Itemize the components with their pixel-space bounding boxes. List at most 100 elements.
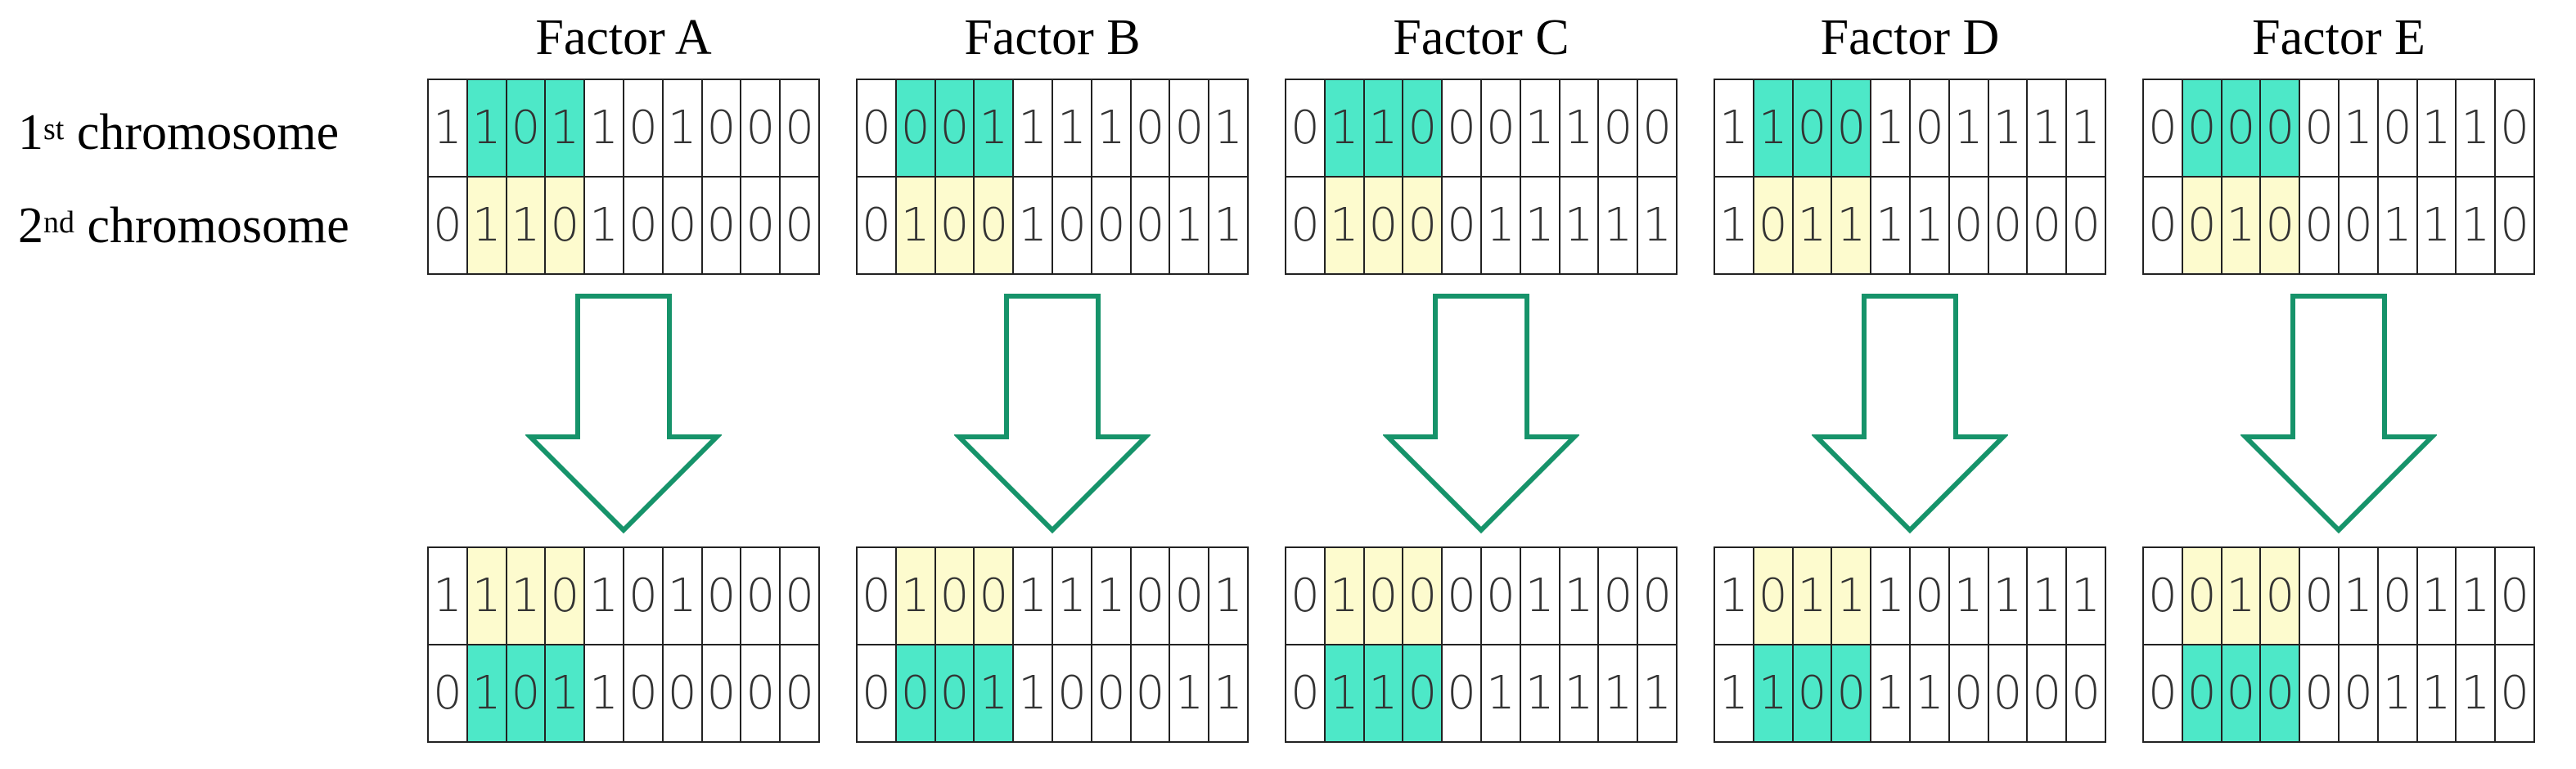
gene-cell: 0 bbox=[2300, 80, 2340, 178]
gene-cell: 0 bbox=[935, 178, 975, 275]
gene-cell: 0 bbox=[1131, 548, 1171, 645]
gene-cell: 0 bbox=[781, 80, 820, 178]
second-chromosome-label-text: chromosome bbox=[74, 198, 349, 254]
gene-cell: 1 bbox=[2339, 80, 2379, 178]
gene-cell: 0 bbox=[2261, 645, 2301, 743]
gene-cell: 0 bbox=[1832, 80, 1872, 178]
gene-cell: 1 bbox=[1560, 645, 1600, 743]
gene-cell: 0 bbox=[781, 645, 820, 743]
gene-cell: 0 bbox=[2300, 645, 2340, 743]
gene-cell: 0 bbox=[1131, 645, 1171, 743]
second-chromosome-label-num: 2 bbox=[18, 198, 43, 254]
gene-cell: 1 bbox=[1481, 645, 1521, 743]
gene-cell: 1 bbox=[2067, 548, 2106, 645]
gene-cell: 0 bbox=[624, 548, 664, 645]
gene-cell: 1 bbox=[896, 548, 936, 645]
gene-cell: 1 bbox=[1209, 178, 1249, 275]
gene-cell: 1 bbox=[585, 80, 624, 178]
gene-cell: 1 bbox=[1793, 548, 1833, 645]
gene-cell: 0 bbox=[2182, 645, 2222, 743]
gene-cell: 0 bbox=[1403, 645, 1443, 743]
gene-cell: 0 bbox=[2144, 178, 2183, 275]
gene-cell: 1 bbox=[2457, 178, 2497, 275]
gene-cell: 0 bbox=[2144, 645, 2183, 743]
gene-cell: 1 bbox=[1092, 80, 1132, 178]
gene-cell: 0 bbox=[1092, 178, 1132, 275]
gene-cell: 1 bbox=[507, 178, 547, 275]
gene-cell: 0 bbox=[624, 178, 664, 275]
gene-cell: 1 bbox=[2417, 80, 2457, 178]
gene-cell: 0 bbox=[1754, 178, 1794, 275]
down-arrow-icon bbox=[1383, 294, 1579, 534]
second-chromosome-label: 2nd chromosome bbox=[18, 193, 349, 259]
gene-cell: 1 bbox=[1871, 80, 1911, 178]
gene-cell: 0 bbox=[1364, 548, 1404, 645]
gene-cell: 1 bbox=[2417, 178, 2457, 275]
gene-cell: 0 bbox=[702, 80, 742, 178]
gene-cell: 0 bbox=[663, 178, 703, 275]
gene-cell: 0 bbox=[429, 645, 468, 743]
gene-cell: 0 bbox=[1949, 178, 1989, 275]
gene-cell: 0 bbox=[781, 178, 820, 275]
gene-cell: 0 bbox=[1364, 178, 1404, 275]
gene-cell: 1 bbox=[1832, 548, 1872, 645]
gene-cell: 0 bbox=[1443, 548, 1482, 645]
gene-cell: 1 bbox=[1754, 80, 1794, 178]
gene-cell: 0 bbox=[858, 80, 897, 178]
gene-cell: 1 bbox=[1052, 80, 1092, 178]
gene-cell: 0 bbox=[1131, 80, 1171, 178]
gene-cell: 0 bbox=[1949, 645, 1989, 743]
gene-cell: 1 bbox=[1793, 178, 1833, 275]
gene-cell: 0 bbox=[2261, 80, 2301, 178]
gene-cell: 1 bbox=[1599, 178, 1639, 275]
gene-cell: 0 bbox=[2067, 645, 2106, 743]
gene-cell: 1 bbox=[507, 548, 547, 645]
gene-cell: 1 bbox=[1325, 548, 1365, 645]
gene-cell: 1 bbox=[1364, 645, 1404, 743]
gene-cell: 0 bbox=[2028, 645, 2068, 743]
gene-cell: 1 bbox=[2378, 645, 2418, 743]
gene-cell: 1 bbox=[1988, 80, 2029, 178]
gene-cell: 1 bbox=[896, 178, 936, 275]
gene-cell: 0 bbox=[1910, 548, 1950, 645]
gene-cell: 0 bbox=[2028, 178, 2068, 275]
gene-cell: 0 bbox=[858, 645, 897, 743]
gene-cell: 1 bbox=[585, 548, 624, 645]
gene-cell: 0 bbox=[1170, 548, 1210, 645]
gene-cell: 1 bbox=[2378, 178, 2418, 275]
gene-cell: 1 bbox=[1715, 178, 1754, 275]
gene-cell: 1 bbox=[2457, 645, 2497, 743]
gene-cell: 0 bbox=[2182, 178, 2222, 275]
gene-cell: 1 bbox=[1520, 645, 1560, 743]
gene-cell: 0 bbox=[1481, 80, 1521, 178]
gene-cell: 0 bbox=[1286, 645, 1326, 743]
gene-cell: 0 bbox=[741, 645, 781, 743]
gene-cell: 0 bbox=[624, 645, 664, 743]
gene-cell: 0 bbox=[2300, 178, 2340, 275]
gene-cell: 0 bbox=[1403, 80, 1443, 178]
gene-cell: 1 bbox=[1014, 645, 1053, 743]
gene-cell: 0 bbox=[1052, 645, 1092, 743]
gene-cell: 0 bbox=[2496, 548, 2535, 645]
gene-cell: 0 bbox=[507, 80, 547, 178]
gene-cell: 1 bbox=[1364, 80, 1404, 178]
gene-cell: 1 bbox=[2339, 548, 2379, 645]
gene-cell: 1 bbox=[467, 178, 507, 275]
gene-cell: 1 bbox=[1014, 178, 1053, 275]
gene-cell: 1 bbox=[663, 80, 703, 178]
gene-cell: 0 bbox=[858, 178, 897, 275]
gene-cell: 1 bbox=[1092, 548, 1132, 645]
gene-cell: 0 bbox=[1481, 548, 1521, 645]
second-chromosome-label-sup: nd bbox=[43, 205, 74, 240]
gene-cell: 0 bbox=[1286, 178, 1326, 275]
gene-cell: 0 bbox=[2222, 80, 2262, 178]
gene-cell: 1 bbox=[1871, 178, 1911, 275]
gene-cell: 0 bbox=[1793, 80, 1833, 178]
gene-cell: 1 bbox=[1871, 645, 1911, 743]
gene-cell: 0 bbox=[1092, 645, 1132, 743]
gene-cell: 0 bbox=[935, 80, 975, 178]
